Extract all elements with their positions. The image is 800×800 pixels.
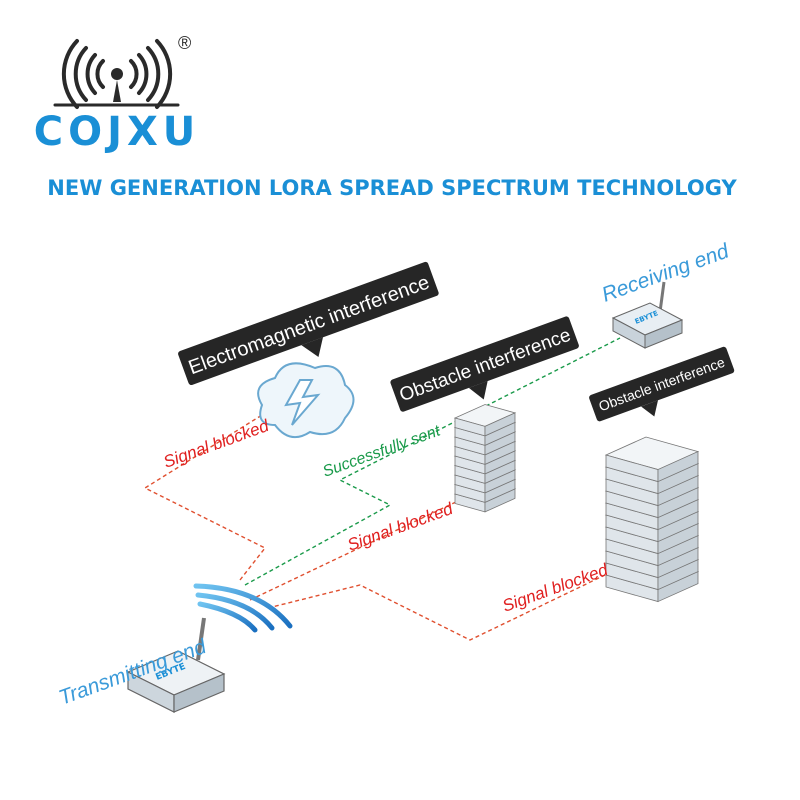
path-blocked-obstacle-2 xyxy=(267,574,606,641)
signal-blocked-label-3: Signal blocked xyxy=(500,560,611,616)
lightning-icon xyxy=(284,379,321,426)
wireless-antenna-icon xyxy=(53,39,180,109)
server-slab xyxy=(484,412,516,437)
callout-obstacle-1-text: Obstacle interference xyxy=(397,325,574,407)
antenna-icon xyxy=(196,617,206,661)
brand-logo: ® COJXU xyxy=(34,33,201,155)
server-slab xyxy=(657,450,699,483)
obstacle-building-2 xyxy=(604,436,700,603)
transmitting-device: EBYTE xyxy=(126,617,226,713)
callout-obstacle-2-text: Obstacle interference xyxy=(596,354,727,415)
brand-name: COJXU xyxy=(34,109,201,155)
path-blocked-cloud xyxy=(143,414,267,581)
signal-waves-icon xyxy=(193,583,293,633)
registered-mark: ® xyxy=(178,33,191,53)
callout-obstacle-2: Obstacle interference xyxy=(589,346,735,422)
obstacle-building-1 xyxy=(453,404,517,513)
receiving-device: EBYTE xyxy=(611,281,684,349)
signal-blocked-label-1: Signal blocked xyxy=(161,416,272,472)
cloud-icon xyxy=(257,362,355,439)
receiving-end-label: Receiving end xyxy=(599,239,733,307)
successfully-sent-label: Successfully sent xyxy=(321,422,443,480)
signal-blocked-label-2: Signal blocked xyxy=(345,499,456,555)
antenna-icon xyxy=(658,281,666,313)
path-blocked-obstacle-1 xyxy=(249,499,461,601)
headline: NEW GENERATION LORA SPREAD SPECTRUM TECH… xyxy=(47,176,737,200)
callout-electromagnetic-text: Electromagnetic interference xyxy=(186,271,433,379)
